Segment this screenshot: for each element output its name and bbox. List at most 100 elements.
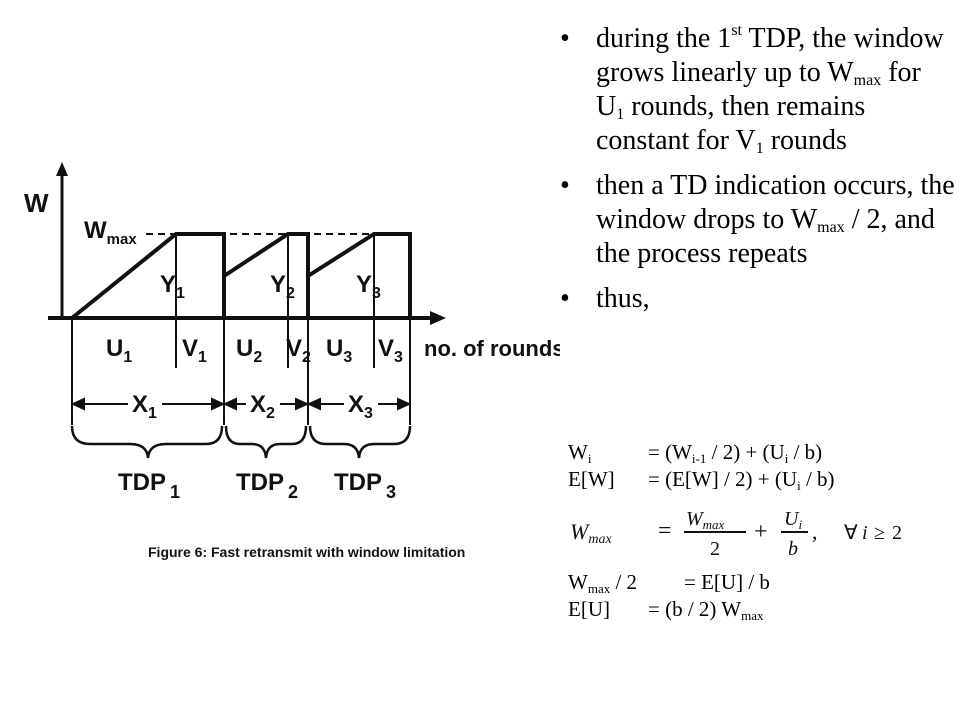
x2-arrow-left bbox=[222, 397, 237, 411]
formula-comma: , bbox=[812, 519, 818, 544]
u3-sub: 3 bbox=[343, 349, 352, 366]
tdp3-brace bbox=[308, 425, 412, 459]
wmax-formula-svg: Wmax = Wmax 2 + Ui b , ∀ i ≥ 2 bbox=[570, 508, 902, 560]
formula-frac1-den: 2 bbox=[710, 538, 720, 560]
v2-label: V2 bbox=[286, 335, 311, 366]
x1-sub: 1 bbox=[148, 405, 157, 422]
bullet-1-sub: 1 bbox=[755, 140, 764, 157]
v2-main: V bbox=[286, 335, 302, 362]
bullet-marker: • bbox=[560, 170, 570, 201]
v1-sub: 1 bbox=[198, 349, 207, 366]
eq-sub: i bbox=[587, 451, 592, 466]
eq-text: W bbox=[568, 570, 588, 594]
frac2-num-sub: i bbox=[798, 517, 802, 532]
u2-main: U bbox=[236, 335, 253, 362]
formula-plus: + bbox=[754, 519, 768, 545]
tdp-braces bbox=[70, 425, 412, 459]
eq-sub: max bbox=[741, 608, 764, 623]
equation-rhs: = (E[W] / 2) + (Ui / b) bbox=[648, 467, 835, 492]
bullet-2-text: / 2, and the process repeats bbox=[596, 204, 935, 269]
formula-ge: ≥ bbox=[874, 522, 885, 544]
x3-label-bg bbox=[344, 386, 378, 418]
formula-var: i bbox=[862, 522, 868, 544]
eq-text: = (E[W] / 2) + (U bbox=[648, 467, 798, 491]
eq-text: / b) bbox=[800, 467, 835, 491]
y-axis-arrow bbox=[56, 162, 68, 176]
y-axis-label: W bbox=[24, 188, 49, 218]
x3-sub: 3 bbox=[364, 405, 373, 422]
bullet-3-text: thus, bbox=[596, 283, 650, 314]
x3-label: X3 bbox=[348, 391, 373, 422]
wmax-label-sub: max bbox=[107, 231, 138, 248]
formula-lhs: Wmax bbox=[570, 519, 612, 547]
bullet-marker: • bbox=[560, 23, 570, 54]
x2-arrow-right bbox=[295, 397, 310, 411]
window-trace-period-3 bbox=[306, 232, 412, 318]
eq-sub: i bbox=[797, 478, 801, 493]
equations-block-lower: Wmax / 2 = E[U] / b E[U] = (b / 2) Wmax bbox=[568, 570, 948, 624]
u3-main: U bbox=[326, 335, 343, 362]
u2-label: U2 bbox=[236, 335, 262, 366]
y2-sub: 2 bbox=[286, 285, 295, 302]
tdp3-main: TDP bbox=[334, 469, 382, 496]
y3-main: Y bbox=[356, 271, 372, 298]
bullet-1-sub: 1 bbox=[616, 106, 625, 123]
tdp1-sub: 1 bbox=[170, 482, 180, 502]
formula-equals: = bbox=[658, 518, 672, 544]
v2-sub: 2 bbox=[302, 349, 311, 366]
y1-main: Y bbox=[160, 271, 176, 298]
x3-arrow-left bbox=[306, 397, 321, 411]
equation-rhs: = (b / 2) Wmax bbox=[648, 597, 764, 622]
bullet-1-sub: max bbox=[853, 72, 882, 89]
equation-row: E[U] = (b / 2) Wmax bbox=[568, 597, 948, 624]
equation-row: Wmax / 2 = E[U] / b bbox=[568, 570, 948, 597]
bullet-1-sup: st bbox=[731, 22, 742, 39]
eq-text: W bbox=[568, 440, 588, 464]
y3-sub: 3 bbox=[372, 285, 381, 302]
y2-main: Y bbox=[270, 271, 286, 298]
formula-forall: ∀ bbox=[844, 522, 858, 544]
bullet-1-text: rounds, then remains constant for V bbox=[596, 91, 866, 156]
eq-sub: i bbox=[784, 451, 789, 466]
bullet-item: • during the 1st TDP, the window grows l… bbox=[560, 22, 955, 158]
bullet-2-sub: max bbox=[817, 219, 845, 236]
tdp1-brace bbox=[70, 425, 224, 459]
v1-label: V1 bbox=[182, 335, 207, 366]
x2-main: X bbox=[250, 391, 266, 418]
window-trace-period-2 bbox=[222, 232, 310, 318]
bullet-2-text: then a TD indication occurs, the window … bbox=[596, 170, 955, 235]
x2-sub: 2 bbox=[266, 405, 275, 422]
figure-svg: W no. of rounds Wmax Y1 Y2 Y3 U1 U2 U3 V… bbox=[24, 162, 560, 560]
wmax-label: Wmax bbox=[84, 217, 137, 248]
x1-main: X bbox=[132, 391, 148, 418]
x3-arrow-right bbox=[397, 397, 412, 411]
eq-text: = (W bbox=[648, 440, 692, 464]
bullet-list: • during the 1st TDP, the window grows l… bbox=[560, 22, 955, 327]
bullet-item: • then a TD indication occurs, the windo… bbox=[560, 169, 955, 271]
bullet-1-text: rounds bbox=[763, 125, 847, 156]
frac2-num-main: U bbox=[784, 508, 800, 530]
eq-text: / 2 bbox=[610, 570, 638, 594]
x2-label-bg bbox=[246, 386, 280, 418]
equation-row: Wi = (Wi-1 / 2) + (Ui / b) bbox=[568, 440, 948, 467]
x1-label-bg bbox=[128, 386, 162, 418]
equation-lhs: Wmax / 2 bbox=[568, 570, 637, 595]
formula-frac1-num: Wmax bbox=[686, 508, 725, 532]
u3-label: U3 bbox=[326, 335, 352, 366]
equation-lhs: E[W] bbox=[568, 467, 615, 491]
bullet-item: • thus, bbox=[560, 282, 955, 316]
v3-label: V3 bbox=[378, 335, 403, 366]
equation-rhs: = (Wi-1 / 2) + (Ui / b) bbox=[648, 440, 822, 465]
equation-row: E[W] = (E[W] / 2) + (Ui / b) bbox=[568, 467, 948, 494]
formula-lhs-sub: max bbox=[588, 532, 612, 547]
v1-main: V bbox=[182, 335, 198, 362]
tdp2-brace bbox=[224, 425, 308, 459]
window-limitation-figure: W no. of rounds Wmax Y1 Y2 Y3 U1 U2 U3 V… bbox=[0, 150, 560, 580]
tdp3-sub: 3 bbox=[386, 482, 396, 502]
equations-block: Wi = (Wi-1 / 2) + (Ui / b) E[W] = (E[W] … bbox=[568, 440, 948, 494]
x1-label: X1 bbox=[132, 391, 157, 422]
bullet-1-text: TDP, the window grows linearly up to W bbox=[596, 23, 944, 88]
equation-lhs: E[U] bbox=[568, 597, 610, 621]
eq-text: / 2) + (U bbox=[706, 440, 785, 464]
frac1-num-main: W bbox=[686, 508, 705, 530]
